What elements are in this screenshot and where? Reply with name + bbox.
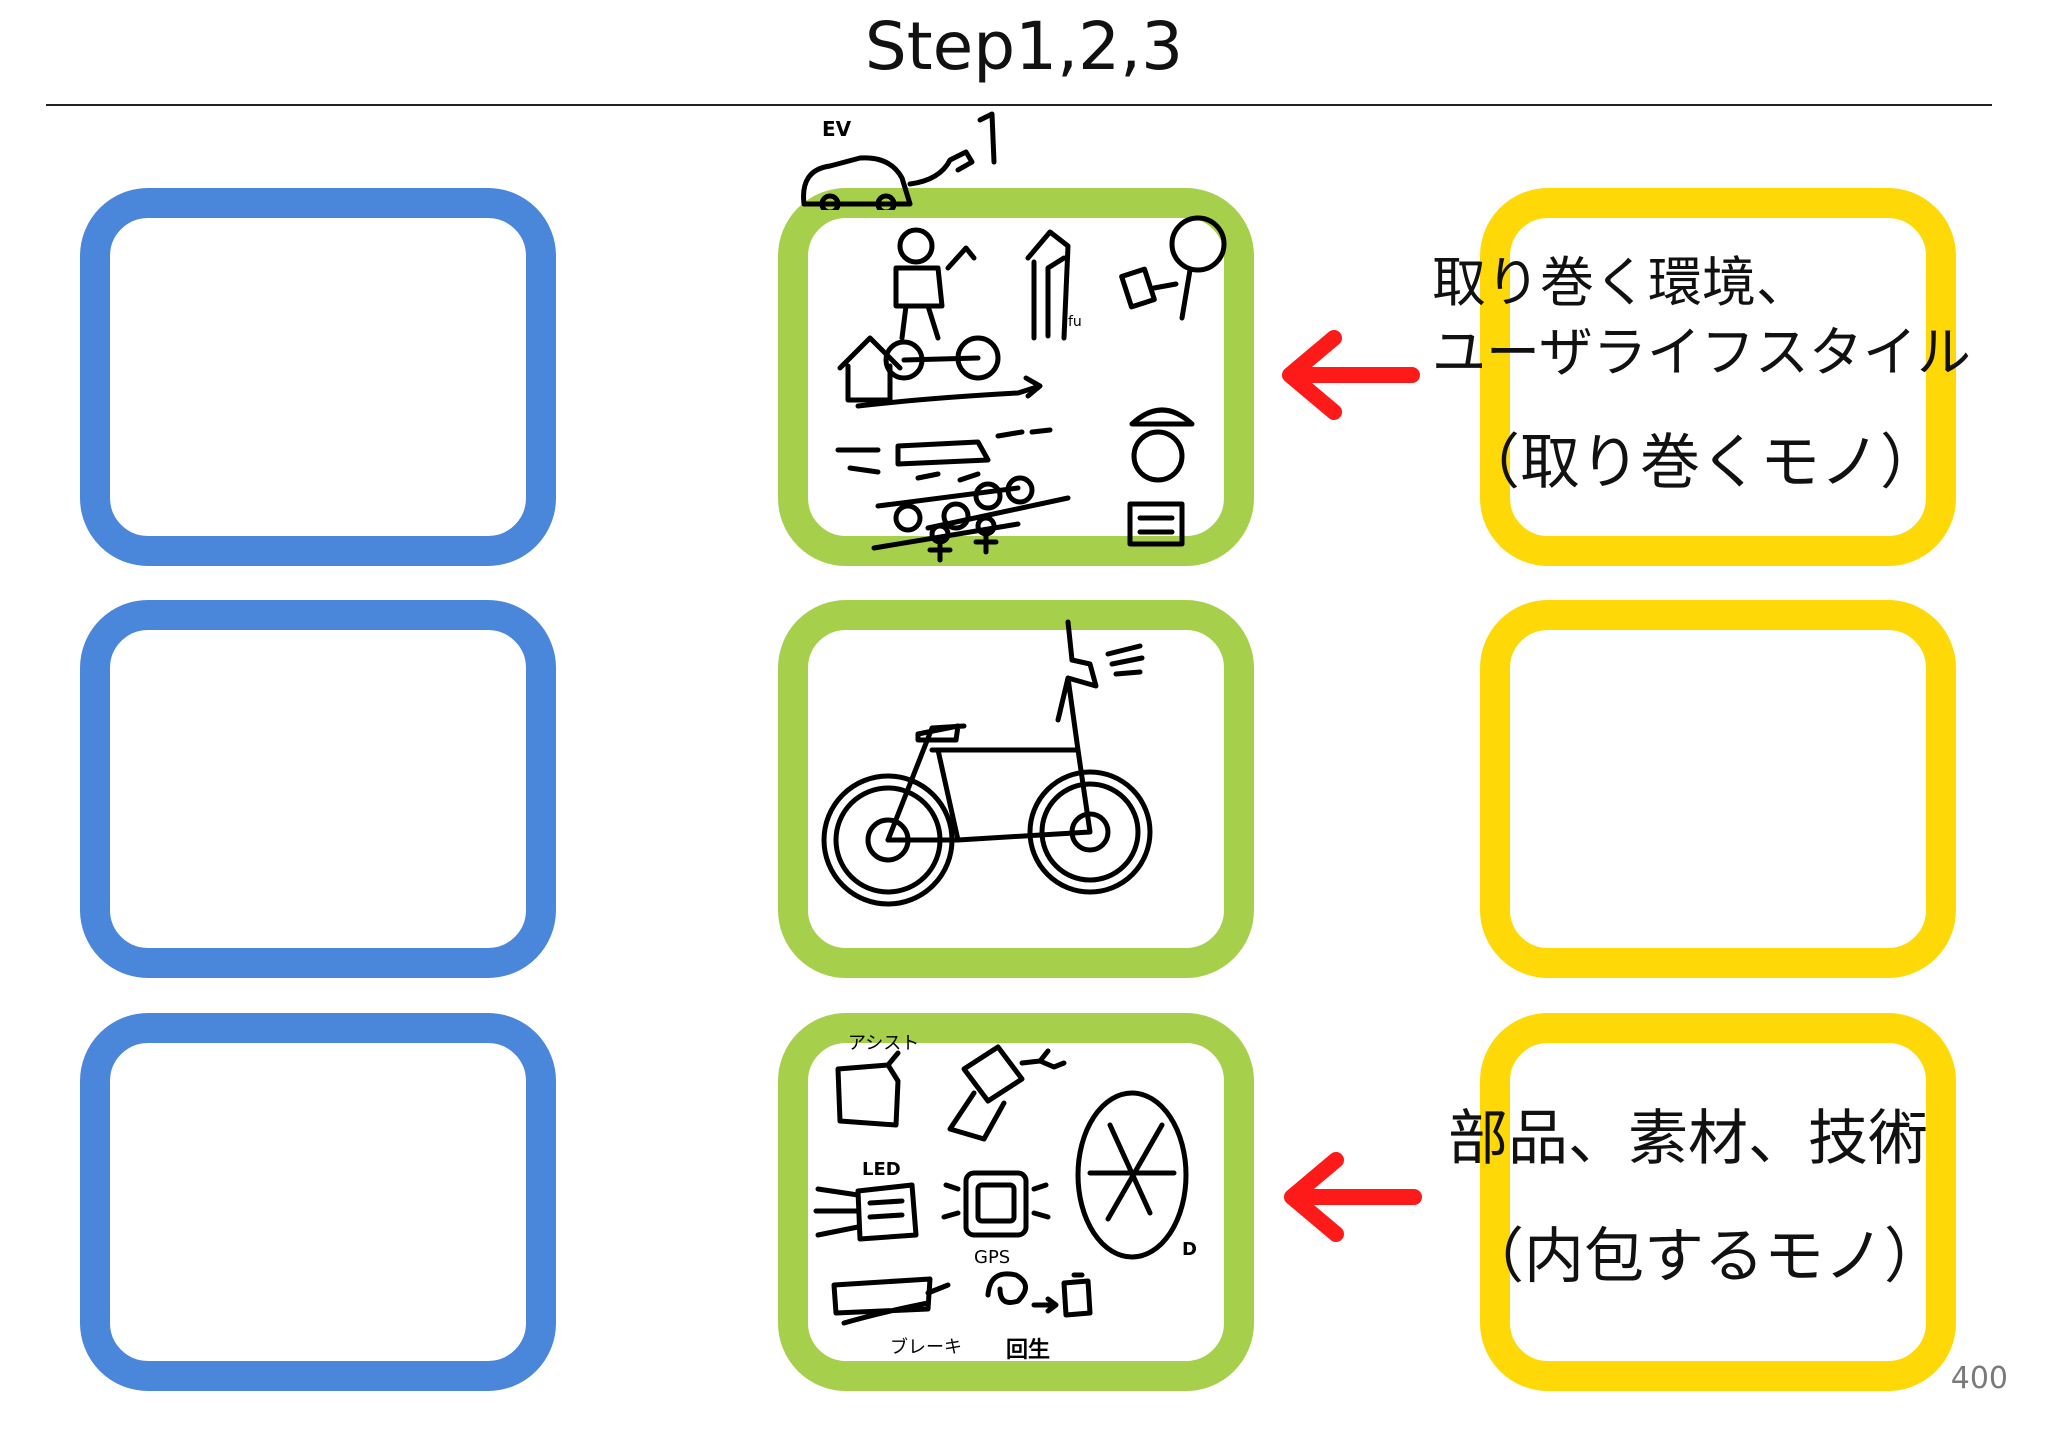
components-sketch: アシスト LED GPS D ブレーキ 回生 [813,1033,1197,1363]
right-box-bottom [1480,1013,1956,1391]
sketch-label-regen: 回生 [1006,1338,1050,1363]
label-environment-line3: （取り巻くモノ） [1460,428,1940,498]
left-box-middle [80,600,556,978]
arrow-components [1284,1152,1422,1242]
environment-sketch: fu [835,215,1227,563]
bicycle-sketch [821,619,1153,907]
sketch-label-brake: ブレーキ [890,1336,962,1358]
left-box-top [80,188,556,566]
page-title: Step1,2,3 [864,8,1184,85]
label-components-line1: 部品、素材、技術 [1448,1104,1928,1174]
middle-box-bottom: アシスト LED GPS D ブレーキ 回生 [778,1013,1254,1391]
svg-text:fu: fu [1068,314,1082,330]
sketch-label-ev: EV [822,117,852,141]
sketch-label-d: D [1182,1239,1197,1260]
sketch-label-gps: GPS [974,1247,1010,1268]
sketch-label-assist: アシスト [848,1033,919,1054]
sketch-label-led: LED [862,1159,901,1180]
page-number: 400 [1950,1361,2008,1396]
title-divider [46,104,1992,106]
label-environment-line1: 取り巻く環境、 [1432,251,1810,314]
middle-box-top: fu [778,188,1254,566]
right-box-top [1480,188,1956,566]
label-environment-line2: ユーザライフスタイル [1432,321,1971,384]
arrow-environment [1282,330,1420,420]
ev-charging-sketch: EV [801,111,997,210]
right-box-middle [1480,600,1956,978]
label-components-line2: （内包するモノ） [1464,1222,1944,1292]
left-box-bottom [80,1013,556,1391]
middle-box-middle [778,600,1254,978]
